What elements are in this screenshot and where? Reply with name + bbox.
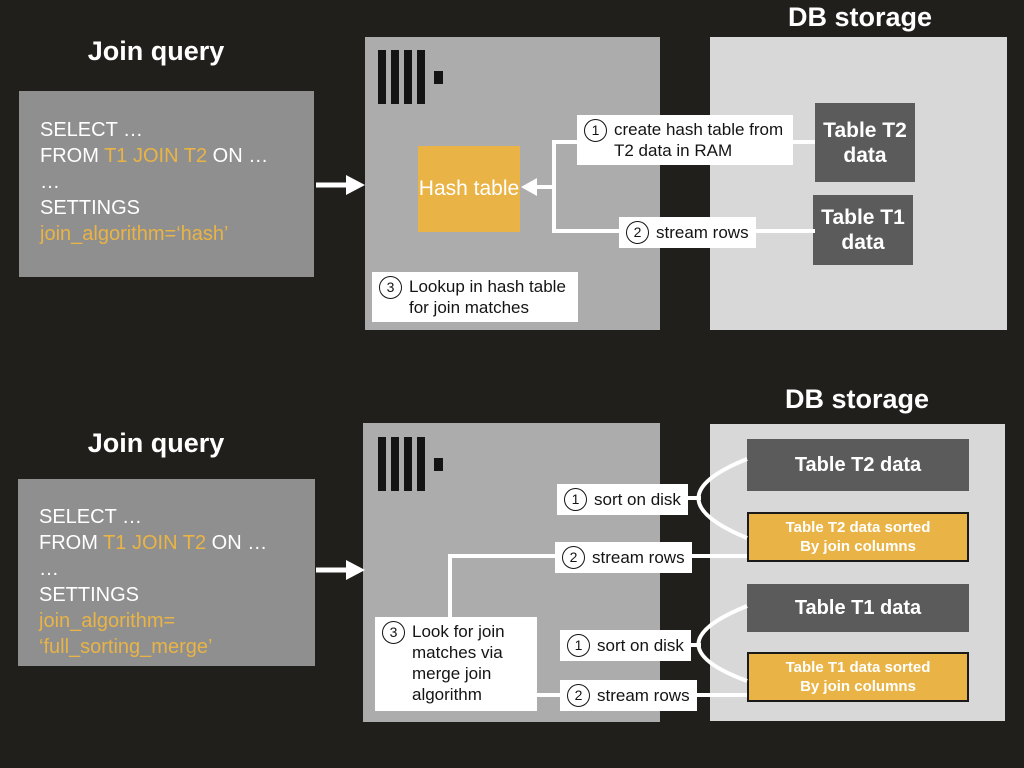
- bottom-query-to-server-arrow-head: [346, 560, 365, 580]
- top-db-storage-box: [710, 37, 1007, 330]
- bottom-join-query-title: Join query: [87, 428, 225, 458]
- bottom-stream1-label: 2 stream rows: [555, 542, 692, 573]
- step-number-badge: 2: [567, 684, 590, 707]
- bottom-db-storage-title: DB storage: [784, 384, 930, 414]
- sql-line-from: FROM T1 JOIN T2 ON …: [39, 530, 307, 556]
- step-number-badge: 2: [562, 546, 585, 569]
- server-icon-bar: [391, 50, 399, 104]
- bottom-table-t1-sorted-box: Table T1 data sorted By join columns: [747, 652, 969, 702]
- bottom-step3-label: 3 Look for join matches via merge join a…: [375, 617, 537, 711]
- server-icon-dot: [434, 70, 443, 84]
- server-icon-dot: [434, 457, 443, 471]
- sql-line-select: SELECT …: [40, 119, 143, 141]
- step-text: sort on disk: [597, 636, 684, 655]
- step-text: sort on disk: [594, 490, 681, 509]
- bottom-table-t1-box: Table T1 data: [747, 584, 969, 632]
- server-icon-bar: [404, 50, 412, 104]
- sql-line-settings: SETTINGS: [40, 197, 141, 219]
- sorted-label-line1: Table T1 data sorted: [785, 659, 931, 676]
- sorted-label-line2: By join columns: [800, 538, 916, 555]
- bottom-table-t2-box: Table T2 data: [747, 439, 969, 491]
- top-query-box: SELECT … FROM T1 JOIN T2 ON … … SETTINGS…: [19, 91, 314, 277]
- step-text: stream rows: [597, 686, 690, 705]
- top-hash-table-box: Hash table: [418, 146, 520, 232]
- step-text: stream rows: [592, 548, 685, 567]
- sql-on-part: ON …: [206, 532, 268, 554]
- sql-line-from: FROM T1 JOIN T2 ON …: [40, 143, 306, 169]
- step-number-badge: 1: [584, 119, 607, 142]
- top-step1-label: 1 create hash table from T2 data in RAM: [577, 115, 793, 165]
- server-icon-bar: [391, 437, 399, 491]
- bottom-query-box: SELECT … FROM T1 JOIN T2 ON … … SETTINGS…: [18, 479, 315, 666]
- top-table-t2-box: Table T2 data: [815, 103, 915, 182]
- bottom-stream1-elbow-line: [448, 554, 557, 620]
- top-db-storage-title: DB storage: [787, 2, 933, 32]
- bottom-table-t2-sorted-box: Table T2 data sorted By join columns: [747, 512, 969, 562]
- sorted-label-line2: By join columns: [800, 678, 916, 695]
- top-sql-code: SELECT … FROM T1 JOIN T2 ON … … SETTINGS…: [19, 91, 314, 247]
- step-text: create hash table from T2 data in RAM: [614, 120, 784, 160]
- sql-line-algorithm-2: ‘full_sorting_merge’: [39, 636, 213, 658]
- sql-line-ellipsis: …: [39, 558, 59, 580]
- server-icon-bar: [417, 50, 425, 104]
- sql-line-algorithm: join_algorithm=‘hash’: [40, 223, 229, 245]
- step-text: stream rows: [656, 223, 749, 242]
- sql-from-keyword: FROM: [40, 145, 105, 167]
- sql-join-expression: T1 JOIN T2: [104, 145, 208, 167]
- bottom-sort2-label: 1 sort on disk: [560, 630, 691, 661]
- step-number-badge: 3: [382, 621, 405, 644]
- bottom-sql-code: SELECT … FROM T1 JOIN T2 ON … … SETTINGS…: [18, 479, 315, 660]
- sql-line-select: SELECT …: [39, 506, 142, 528]
- bottom-sort2-brace-curve: [696, 604, 748, 683]
- step-number-badge: 2: [626, 221, 649, 244]
- top-join-query-title: Join query: [87, 36, 225, 66]
- sorted-label-line1: Table T2 data sorted: [785, 519, 931, 536]
- server-icon-bar: [417, 437, 425, 491]
- top-step2-label: 2 stream rows: [619, 217, 756, 248]
- top-hash-arrow-head: [521, 178, 537, 196]
- step-text: Lookup in hash table for join matches: [409, 277, 566, 317]
- step-number-badge: 1: [564, 488, 587, 511]
- sql-on-part: ON …: [207, 145, 269, 167]
- sql-from-keyword: FROM: [39, 532, 104, 554]
- top-table-t1-box: Table T1 data: [813, 195, 913, 265]
- sql-line-ellipsis: …: [40, 171, 60, 193]
- bottom-server-icon: [378, 437, 443, 491]
- top-server-icon: [378, 50, 443, 104]
- top-query-to-server-arrow-head: [346, 175, 365, 195]
- server-icon-bar: [378, 437, 386, 491]
- sql-line-algorithm-1: join_algorithm=: [39, 610, 176, 632]
- sql-join-expression: T1 JOIN T2: [103, 532, 207, 554]
- bottom-sort1-brace-curve: [696, 457, 748, 540]
- top-step3-label: 3 Lookup in hash table for join matches: [372, 272, 578, 322]
- server-icon-bar: [378, 50, 386, 104]
- server-icon-bar: [404, 437, 412, 491]
- sql-line-settings: SETTINGS: [39, 584, 140, 606]
- bottom-sort1-label: 1 sort on disk: [557, 484, 688, 515]
- bottom-stream2-label: 2 stream rows: [560, 680, 697, 711]
- step-text: Look for join matches via merge join alg…: [412, 622, 505, 704]
- step-number-badge: 3: [379, 276, 402, 299]
- step-number-badge: 1: [567, 634, 590, 657]
